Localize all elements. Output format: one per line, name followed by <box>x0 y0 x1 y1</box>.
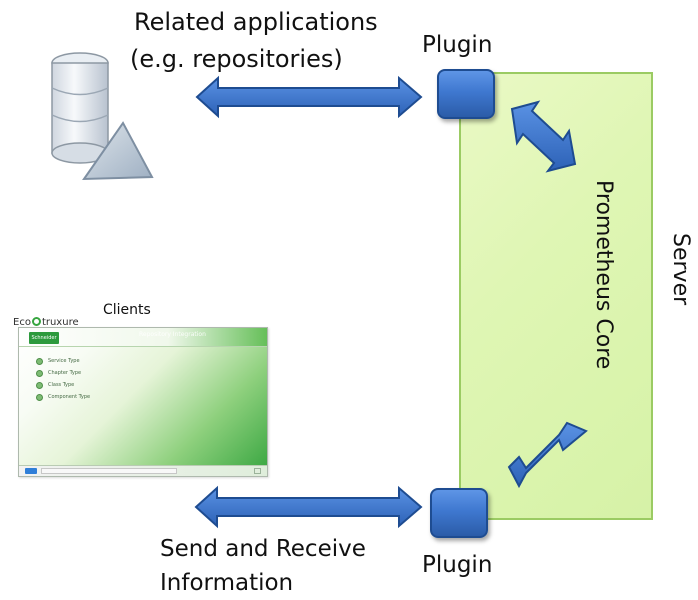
eco-mark-icon <box>31 317 41 326</box>
database-icon <box>51 52 109 164</box>
repository-icon <box>82 121 154 181</box>
menu-dot-icon <box>36 393 43 401</box>
client-window-title: Repository Integration <box>139 331 206 338</box>
server-panel <box>459 72 653 520</box>
client-menu-item: Service Type <box>36 357 90 365</box>
client-menu-item-label: Chapter Type <box>48 370 82 376</box>
client-menu-item: Class Type <box>36 381 90 389</box>
related-applications-label-line2: (e.g. repositories) <box>130 45 343 73</box>
server-label: Server <box>668 233 693 306</box>
client-screenshot-window: Schneider Repository Integration Service… <box>18 327 268 477</box>
clients-label: Clients <box>103 302 151 318</box>
client-menu-item-label: Class Type <box>48 382 75 388</box>
send-receive-label-line1: Send and Receive <box>160 536 366 562</box>
client-menu-item-label: Component Type <box>48 394 91 400</box>
client-window-icon <box>254 468 261 474</box>
menu-dot-icon <box>36 369 43 377</box>
client-window-header <box>19 328 267 347</box>
client-search-field <box>41 468 177 474</box>
send-receive-label-line2: Information <box>160 570 294 596</box>
ecostruxure-logo-suffix: truxure <box>41 317 79 328</box>
double-arrow-icon <box>194 75 588 529</box>
prometheus-core-label: Prometheus Core <box>591 180 616 370</box>
client-menu-item-label: Service Type <box>48 358 80 364</box>
plugin-bottom-label: Plugin <box>422 552 493 578</box>
client-search-button <box>25 468 37 474</box>
schneider-brand: Schneider <box>29 332 59 344</box>
ecostruxure-logo-prefix: Eco <box>13 317 31 328</box>
plugin-top-box <box>437 69 495 119</box>
client-menu-list: Service Type Chapter Type Class Type Com… <box>36 357 90 405</box>
menu-dot-icon <box>36 357 43 365</box>
plugin-bottom-box <box>430 488 488 538</box>
menu-dot-icon <box>36 381 43 389</box>
plugin-top-label: Plugin <box>422 32 493 58</box>
client-menu-item: Chapter Type <box>36 369 90 377</box>
ecostruxure-logo: Eco truxure <box>13 317 79 329</box>
related-applications-label-line1: Related applications <box>134 8 378 36</box>
client-menu-item: Component Type <box>36 393 90 401</box>
